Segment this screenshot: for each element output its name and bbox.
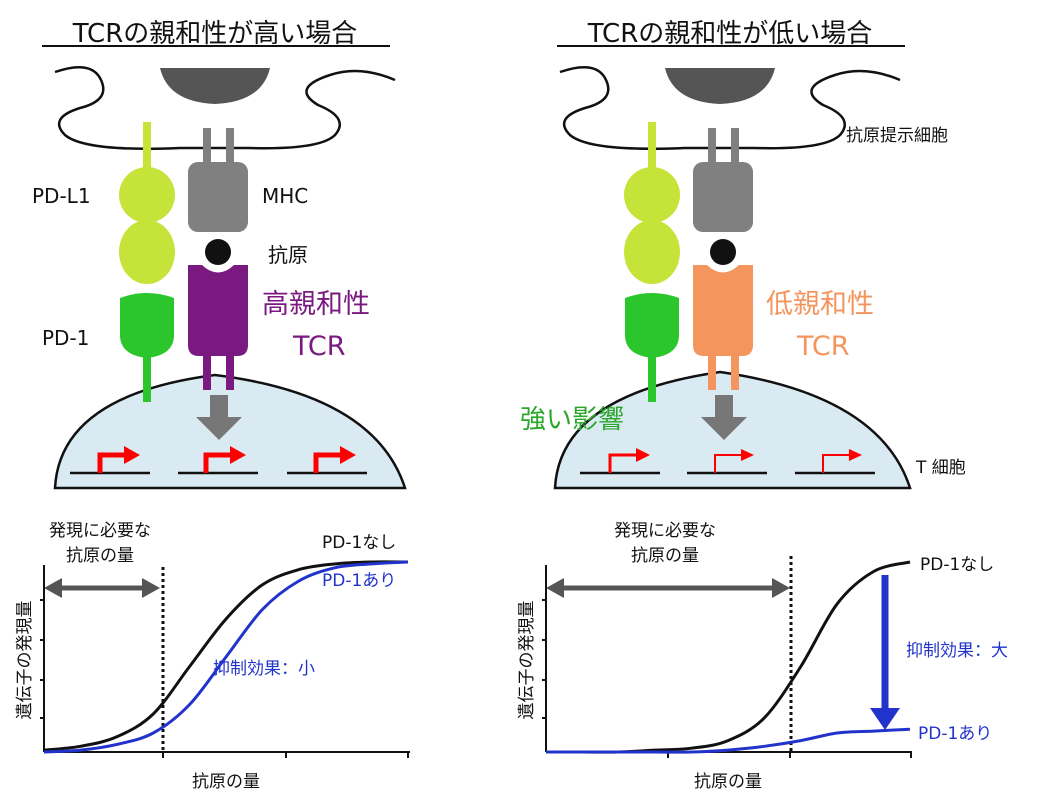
- right-chart-xlabel: 抗原の量: [694, 772, 762, 792]
- right-apc-nucleus: [665, 68, 775, 104]
- right-mhc: [693, 162, 753, 232]
- left-label-mhc: MHC: [262, 184, 308, 208]
- left-label-pd1: PD-1: [42, 326, 89, 350]
- left-chart-legend-pd1-none: PD-1なし: [322, 533, 396, 553]
- left-chart-expression-label-1: 発現に必要な: [49, 521, 151, 541]
- right-mhc-stalk-b: [731, 128, 739, 164]
- right-pd1-stalk: [648, 356, 656, 402]
- right-chart-expression-label-1: 発現に必要な: [614, 521, 716, 541]
- left-mhc-stalk-b: [226, 128, 234, 164]
- right-gene-arrows: [580, 448, 875, 475]
- right-title: TCRの親和性が低い場合: [587, 19, 873, 49]
- left-chart: 発現に必要な 抗原の量 PD-1なし PD-1あり 抑制効果：小 遺伝子の発現量…: [15, 521, 410, 792]
- right-antigen: [710, 239, 736, 265]
- right-pdl1-domain-2: [624, 220, 680, 284]
- left-tcell: [53, 373, 407, 490]
- left-panel: TCRの親和性が高い場合: [32, 19, 407, 490]
- right-mhc-stalk-a: [708, 128, 716, 164]
- right-signal-arrow: [701, 395, 747, 440]
- right-label-tcell: T 細胞: [915, 458, 966, 478]
- right-tcr-stalk-b: [731, 354, 739, 390]
- left-apc-nucleus: [160, 68, 270, 104]
- right-chart: 発現に必要な 抗原の量 PD-1なし PD-1あり 抑制効果：大 遺伝子の発現量…: [517, 521, 1008, 792]
- left-tcr-stalk-a: [203, 354, 211, 390]
- left-mhc: [188, 162, 248, 232]
- left-mhc-stalk-a: [203, 128, 211, 164]
- left-label-tcr: TCR: [292, 331, 346, 362]
- right-chart-legend-pd1-with: PD-1あり: [918, 724, 992, 744]
- right-chart-line-pd1-none: [546, 560, 911, 754]
- left-tcr-stalk-b: [226, 354, 234, 390]
- right-label-apc: 抗原提示細胞: [846, 126, 948, 146]
- right-chart-legend-pd1-none: PD-1なし: [920, 555, 994, 575]
- right-label-tcr: TCR: [796, 331, 850, 362]
- right-label-tcr-affinity: 低親和性: [766, 289, 874, 320]
- right-chart-suppression-arrow-head: [870, 708, 900, 730]
- left-gene-arrows: [70, 446, 367, 475]
- right-pdl1-domain-1: [624, 167, 680, 223]
- left-pd1-stalk: [143, 356, 151, 402]
- right-tcr: [693, 265, 753, 356]
- left-chart-range-arrow-head-left: [44, 578, 62, 598]
- left-chart-line-pd1-with: [43, 560, 409, 754]
- right-apc-membrane: [559, 65, 901, 151]
- left-chart-ylabel: 遺伝子の発現量: [15, 601, 35, 720]
- right-pdl1-stalk: [648, 122, 656, 168]
- left-signal-arrow: [196, 395, 242, 440]
- right-chart-range-arrow-head-right: [772, 578, 790, 598]
- left-chart-range-arrow-head-right: [142, 578, 160, 598]
- right-chart-line-pd1-with: [546, 727, 911, 754]
- right-tcr-stalk-a: [708, 354, 716, 390]
- left-label-tcr-affinity: 高親和性: [262, 289, 370, 320]
- left-chart-expression-label-2: 抗原の量: [66, 546, 134, 566]
- left-pd1: [120, 293, 174, 358]
- right-chart-ticks: [542, 599, 912, 758]
- right-label-strong-effect: 強い影響: [520, 405, 624, 435]
- left-tcr: [188, 265, 248, 356]
- left-chart-line-pd1-none: [43, 560, 409, 752]
- left-pdl1-domain-1: [119, 167, 175, 223]
- right-chart-range-arrow-head-left: [546, 578, 564, 598]
- right-chart-expression-label-2: 抗原の量: [631, 546, 699, 566]
- left-pdl1-stalk: [143, 122, 151, 168]
- left-chart-ticks: [40, 599, 409, 758]
- left-antigen: [205, 239, 231, 265]
- right-chart-ylabel: 遺伝子の発現量: [517, 601, 537, 720]
- left-apc-membrane: [54, 65, 396, 151]
- left-chart-xlabel: 抗原の量: [192, 772, 260, 792]
- left-label-pdl1: PD-L1: [32, 184, 91, 208]
- left-chart-legend-pd1-with: PD-1あり: [322, 571, 396, 591]
- left-pdl1-domain-2: [119, 220, 175, 284]
- left-title: TCRの親和性が高い場合: [72, 19, 358, 49]
- left-chart-effect: 抑制効果：小: [213, 659, 315, 679]
- right-chart-effect: 抑制効果：大: [906, 641, 1008, 661]
- left-label-antigen: 抗原: [268, 243, 308, 267]
- right-pd1: [625, 293, 679, 358]
- right-panel: TCRの親和性が低い場合 抗原提示細胞 低親和: [520, 19, 966, 490]
